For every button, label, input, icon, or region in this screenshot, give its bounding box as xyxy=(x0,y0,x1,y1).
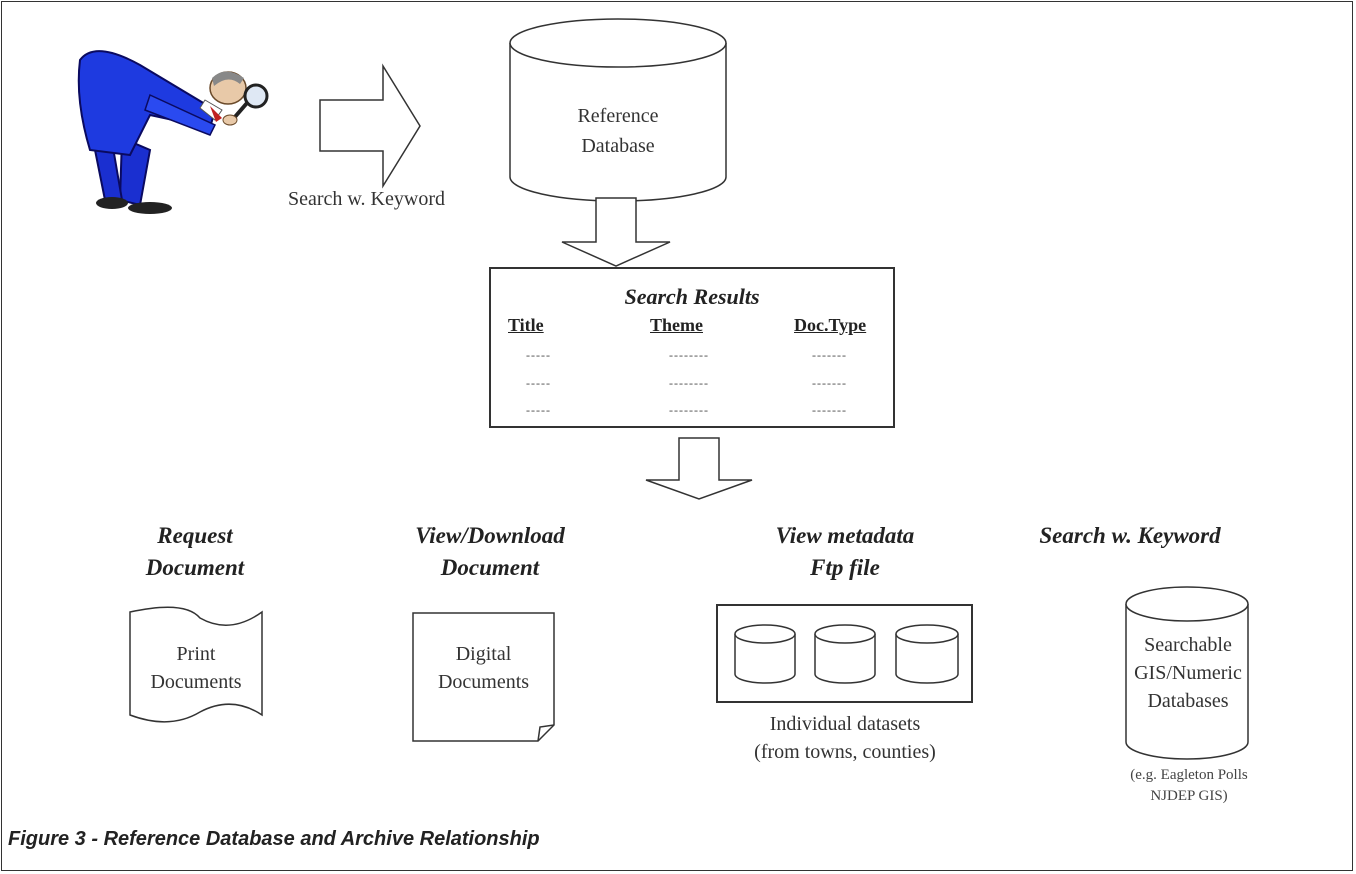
result-cell: ----- xyxy=(526,376,551,390)
column-header-theme: Theme xyxy=(650,315,703,335)
gis-line1: Searchable xyxy=(1144,634,1232,656)
gis-line3: Databases xyxy=(1147,690,1229,712)
search-results-box xyxy=(489,267,895,428)
result-cell: ------- xyxy=(812,376,847,390)
searcher-figure-icon xyxy=(77,50,269,214)
reference-database-cylinder xyxy=(509,18,727,202)
branch-heading-metadata: View metadata xyxy=(775,523,915,548)
result-cell: -------- xyxy=(669,348,709,362)
column-header-doctype: Doc.Type xyxy=(794,315,867,335)
datasets-line1: Individual datasets xyxy=(769,713,921,735)
reference-db-line2: Database xyxy=(581,135,655,157)
down-arrow-icon xyxy=(561,197,671,267)
print-line1: Print xyxy=(176,643,216,665)
result-cell: -------- xyxy=(669,403,709,417)
gis-line2: GIS/Numeric xyxy=(1134,662,1242,684)
result-cell: -------- xyxy=(669,376,709,390)
result-cell: ------- xyxy=(812,348,847,362)
branch-heading-request-line2: Document xyxy=(145,555,245,580)
digital-line1: Digital xyxy=(455,643,512,665)
column-header-title: Title xyxy=(508,315,544,335)
print-line2: Documents xyxy=(150,671,242,693)
branch-heading-request: Request xyxy=(157,523,233,548)
branch-heading-metadata-line2: Ftp file xyxy=(810,555,880,580)
result-cell: ------- xyxy=(812,403,847,417)
search-results-title: Search Results xyxy=(624,284,760,309)
gis-database-cylinder xyxy=(1125,586,1249,760)
reference-db-line1: Reference xyxy=(577,105,659,127)
down-arrow-icon xyxy=(645,437,753,500)
figure-caption: Figure 3 - Reference Database and Archiv… xyxy=(8,828,540,850)
digital-line2: Documents xyxy=(437,671,530,693)
dataset-cylinder-icon xyxy=(895,624,959,684)
result-cell: ----- xyxy=(526,348,551,362)
branch-heading-search: Search w. Keyword xyxy=(1039,523,1221,548)
result-cell: ----- xyxy=(526,403,551,417)
dataset-cylinder-icon xyxy=(734,624,796,684)
dataset-cylinder-icon xyxy=(814,624,876,684)
print-documents-shape xyxy=(129,606,263,723)
gis-note-line1: (e.g. Eagleton Polls xyxy=(1130,767,1248,783)
gis-note-line2: NJDEP GIS) xyxy=(1150,788,1228,804)
digital-document-shape xyxy=(412,612,555,742)
search-keyword-label: Search w. Keyword xyxy=(288,188,445,210)
branch-heading-view-download-line2: Document xyxy=(440,555,540,580)
branch-heading-view-download: View/Download xyxy=(415,523,565,548)
datasets-line2: (from towns, counties) xyxy=(754,741,936,763)
right-arrow-icon xyxy=(319,63,421,189)
